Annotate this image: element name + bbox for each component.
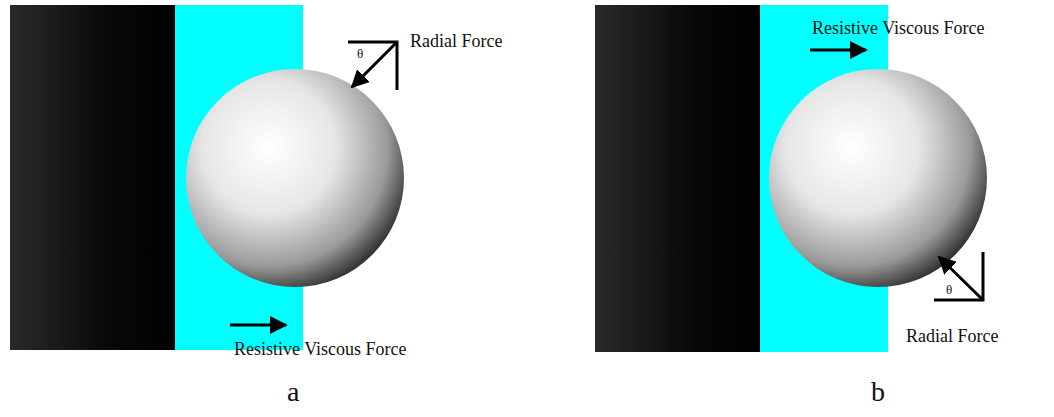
angle-bracket bbox=[348, 42, 397, 90]
force-arrow bbox=[230, 324, 286, 327]
sphere bbox=[186, 69, 404, 287]
angle-symbol: θ bbox=[946, 283, 952, 296]
angle-bracket bbox=[934, 252, 983, 300]
force-arrow bbox=[810, 49, 866, 52]
angle-symbol: θ bbox=[357, 47, 363, 60]
force-label: Resistive Viscous Force bbox=[234, 340, 407, 358]
force-label: Radial Force bbox=[410, 32, 502, 50]
force-label: Resistive Viscous Force bbox=[812, 19, 985, 37]
solid-wall bbox=[10, 5, 176, 350]
panel-letter: a bbox=[287, 378, 299, 406]
sphere bbox=[769, 69, 987, 287]
force-arrow bbox=[352, 42, 397, 87]
force-label: Radial Force bbox=[906, 327, 998, 345]
force-arrow bbox=[939, 257, 983, 300]
panel-letter: b bbox=[871, 378, 885, 406]
solid-wall bbox=[595, 5, 761, 352]
